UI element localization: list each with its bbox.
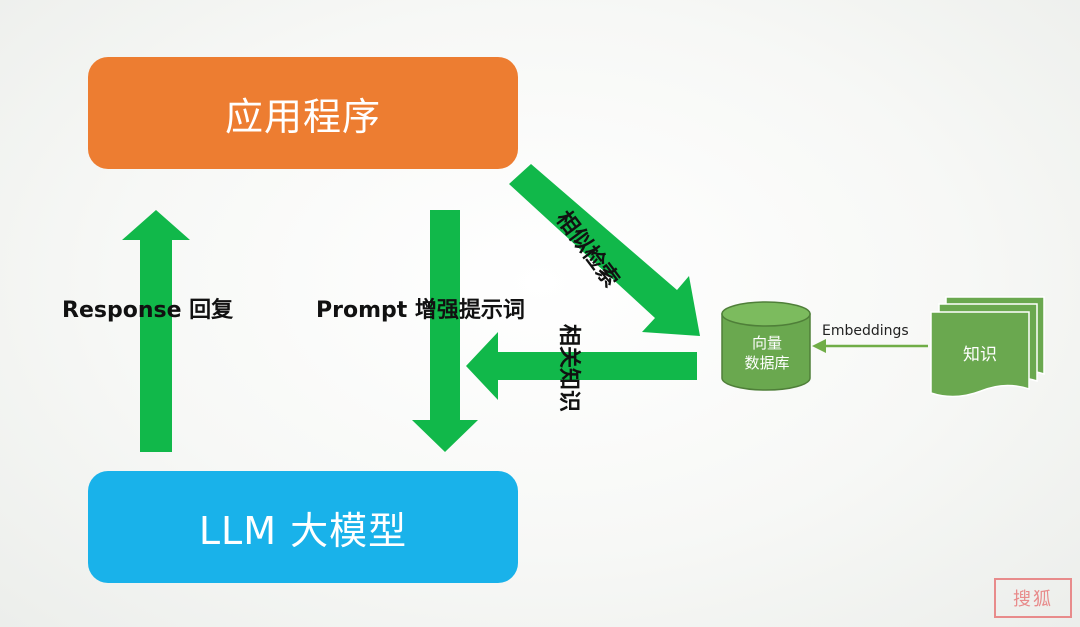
application-label: 应用程序: [224, 94, 381, 139]
related-knowledge-arrow: [466, 332, 697, 400]
vector-db-label: 向量 数据库: [724, 333, 810, 373]
watermark-text: 搜狐: [1013, 589, 1053, 610]
watermark-stamp: 搜狐: [994, 578, 1072, 618]
llm-box: LLM 大模型: [88, 471, 518, 583]
embeddings-arrow: [812, 339, 928, 353]
vector-db-cylinder: [721, 301, 811, 391]
response-label: Response 回复: [62, 298, 234, 323]
response-arrow: [122, 210, 190, 452]
search-arrow: [509, 164, 700, 336]
vector-db-label-line2: 数据库: [744, 354, 790, 372]
knowledge-document-stack: [930, 296, 1045, 398]
embeddings-label: Embeddings: [822, 323, 909, 339]
prompt-label: Prompt 增强提示词: [316, 298, 525, 323]
knowledge-label: 知识: [963, 345, 997, 365]
related-knowledge-label: 相关知识: [556, 323, 582, 413]
vector-db-label-line1: 向量: [751, 334, 782, 352]
prompt-arrow: [412, 210, 478, 452]
llm-label: LLM 大模型: [198, 508, 408, 553]
application-box: 应用程序: [88, 57, 518, 169]
